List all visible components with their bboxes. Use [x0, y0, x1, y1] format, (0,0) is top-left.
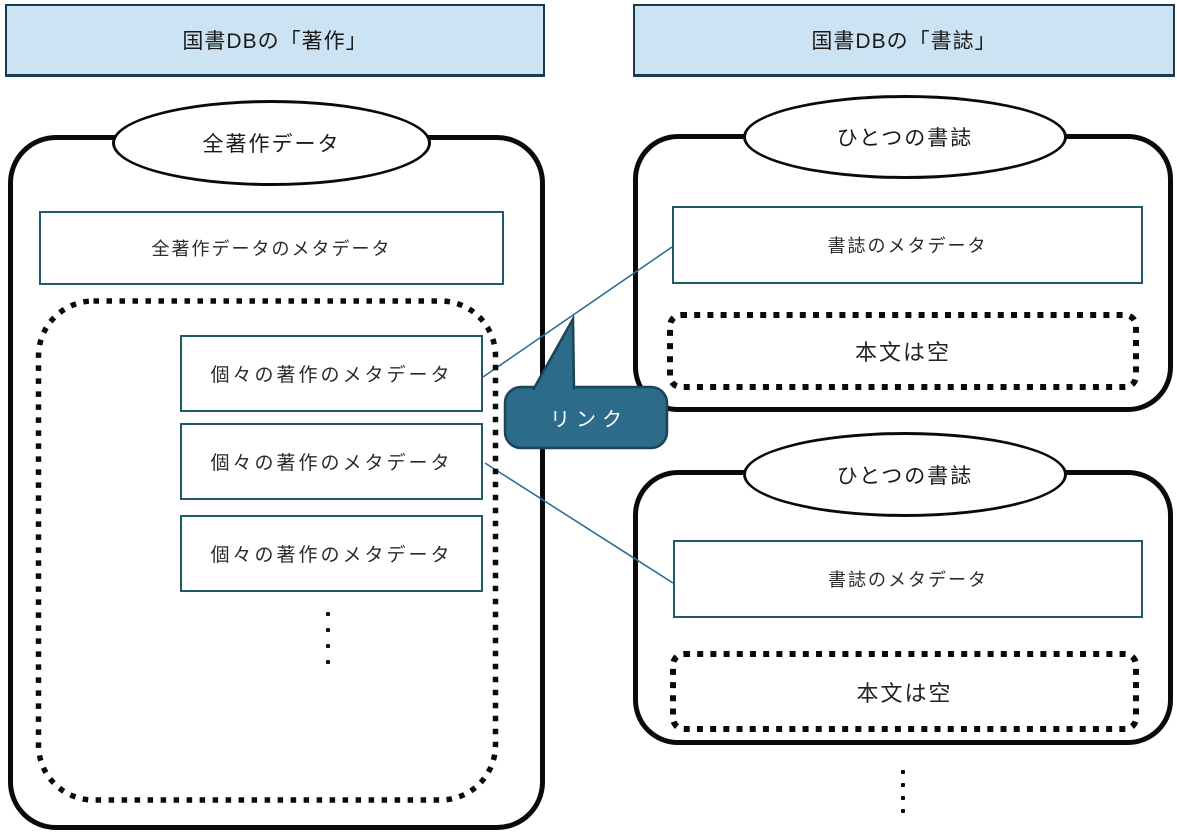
- works-vertical-ellipsis: [326, 612, 330, 664]
- ellipsis-dot: [326, 644, 330, 648]
- ellipsis-dot: [326, 660, 330, 664]
- ellipsis-dot: [901, 770, 905, 774]
- ellipsis-dot: [901, 796, 905, 800]
- bibliography-2-metadata-box: 書誌のメタデータ: [673, 540, 1143, 618]
- bibliography-section-header: 国書DBの「書誌」: [633, 4, 1175, 77]
- individual-work-metadata-box: 個々の著作のメタデータ: [180, 515, 483, 592]
- all-works-metadata-box: 全著作データのメタデータ: [39, 211, 504, 285]
- ellipsis-dot: [326, 612, 330, 616]
- bibliography-1-empty-body-box: 本文は空: [854, 340, 951, 365]
- individual-work-metadata-box: 個々の著作のメタデータ: [180, 335, 483, 412]
- bibliography-1-ellipse-label: ひとつの書誌: [743, 95, 1067, 179]
- bibliography-2-ellipse-label: ひとつの書誌: [743, 432, 1067, 517]
- ellipsis-dot: [901, 809, 905, 813]
- works-section-header: 国書DBの「著作」: [5, 4, 545, 77]
- all-works-ellipse-label: 全著作データ: [112, 100, 431, 186]
- bibliography-1-metadata-box: 書誌のメタデータ: [672, 206, 1143, 284]
- link-callout-label: リンク: [550, 409, 628, 431]
- bibliography-2-empty-body-box: 本文は空: [856, 680, 953, 706]
- individual-work-metadata-box: 個々の著作のメタデータ: [180, 423, 483, 500]
- bibliographies-vertical-ellipsis: [901, 770, 905, 813]
- ellipsis-dot: [901, 783, 905, 787]
- ellipsis-dot: [326, 628, 330, 632]
